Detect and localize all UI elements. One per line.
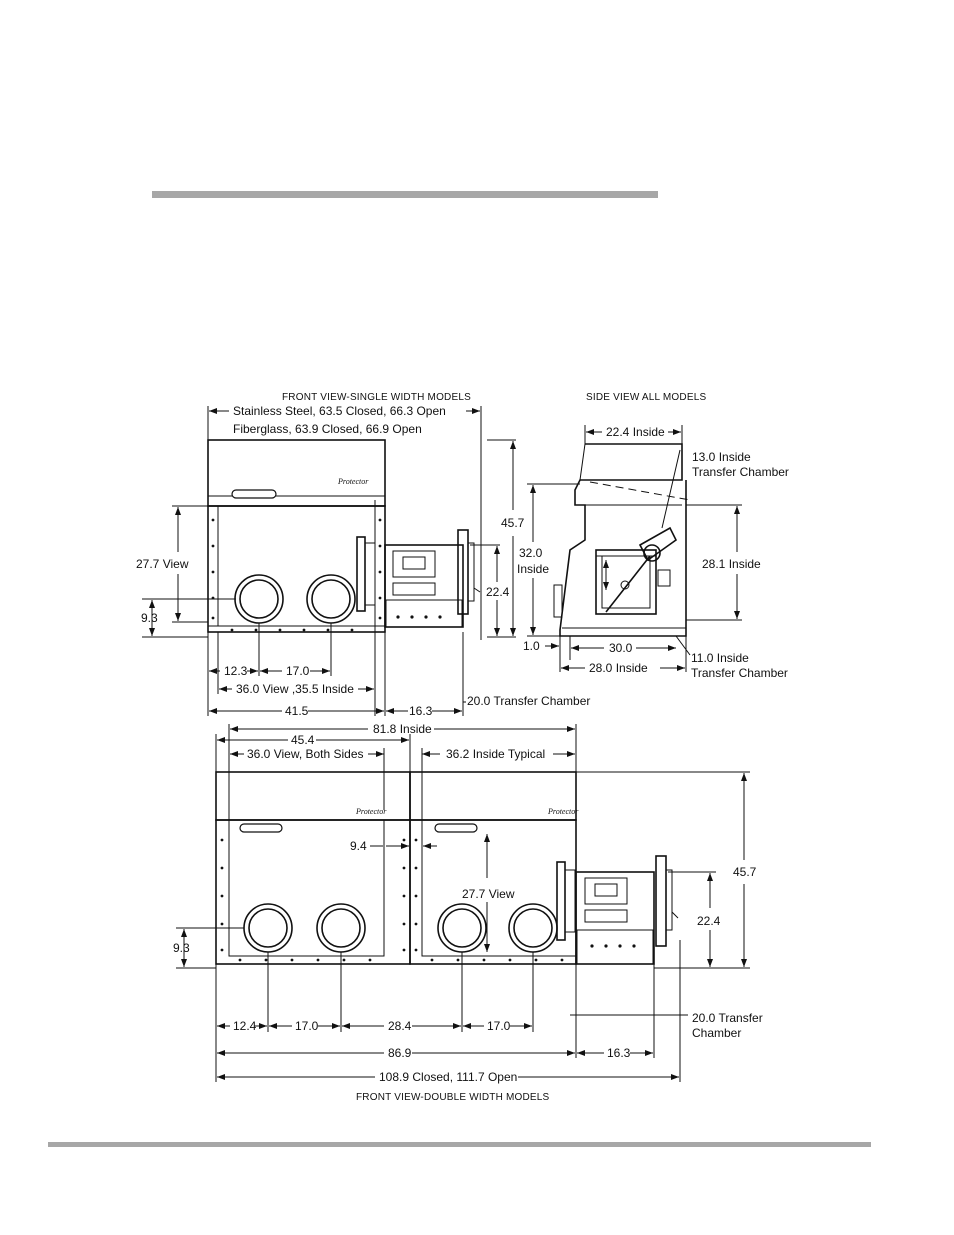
caption-side-view: SIDE VIEW ALL MODELS <box>586 392 706 403</box>
dim-double-overall: 108.9 Closed, 111.7 Open <box>379 1070 517 1084</box>
logo-double-right: Protector <box>547 807 579 816</box>
dim-side-tc-small-1: 11.0 Inside <box>691 651 749 665</box>
dim-port-height-single: 9.3 <box>141 611 158 625</box>
dim-side-base-depth: 30.0 <box>609 641 633 655</box>
dim-double-center-gap: 28.4 <box>388 1019 412 1033</box>
dim-tc-height-single: 22.4 <box>486 585 510 599</box>
logo-double-left: Protector <box>355 807 387 816</box>
dim-double-view-height: 27.7 View <box>462 887 515 901</box>
footer-rule <box>48 1142 871 1147</box>
dim-double-port-height: 9.3 <box>173 941 190 955</box>
dim-side-floor-depth: 28.0 Inside <box>589 661 648 675</box>
dim-double-inside-typical: 36.2 Inside Typical <box>446 747 545 761</box>
dim-double-width: 86.9 <box>388 1046 412 1060</box>
dim-side-tc-dia-2: Transfer Chamber <box>692 465 789 479</box>
front-view-double: 81.8 Inside 45.4 36.0 View, Both Sides 3… <box>173 722 763 1103</box>
caption-front-single: FRONT VIEW-SINGLE WIDTH MODELS <box>282 392 471 403</box>
dim-port-spacing-single: 17.0 <box>286 664 310 678</box>
dim-double-tc-height: 22.4 <box>697 914 721 928</box>
dim-double-height: 45.7 <box>733 865 757 879</box>
dim-tc-length-single: 20.0 Transfer Chamber <box>467 694 590 708</box>
dim-double-tc-length-1: 20.0 Transfer <box>692 1011 763 1025</box>
dim-overall-stainless: Stainless Steel, 63.5 Closed, 66.3 Open <box>233 404 446 418</box>
dim-port-offset-single: 12.3 <box>224 664 248 678</box>
dim-side-height-val: 32.0 <box>519 546 543 560</box>
dim-double-module-width: 45.4 <box>291 733 315 747</box>
dim-double-port-spacing-1: 17.0 <box>295 1019 319 1033</box>
dim-view-height-single: 27.7 View <box>136 557 189 571</box>
dim-tc-width-single: 16.3 <box>409 704 433 718</box>
dim-double-gap: 9.4 <box>350 839 367 853</box>
front-view-single: FRONT VIEW-SINGLE WIDTH MODELS Stainless… <box>136 392 590 718</box>
dim-double-port-offset: 12.4 <box>233 1019 257 1033</box>
caption-front-double: FRONT VIEW-DOUBLE WIDTH MODELS <box>356 1092 550 1103</box>
dim-side-height-lbl: Inside <box>517 562 549 576</box>
dim-side-tc-dia-1: 13.0 Inside <box>692 450 751 464</box>
dim-side-inside-height: 28.1 Inside <box>702 557 761 571</box>
header-rule <box>152 191 658 198</box>
side-view: SIDE VIEW ALL MODELS 22.4 Inside 13.0 In… <box>517 392 789 680</box>
dim-height-single: 45.7 <box>501 516 525 530</box>
dim-double-tc-length-2: Chamber <box>692 1026 741 1040</box>
dim-double-view-both: 36.0 View, Both Sides <box>247 747 364 761</box>
dim-side-top-depth: 22.4 Inside <box>606 425 665 439</box>
dim-double-port-spacing-2: 17.0 <box>487 1019 511 1033</box>
dim-double-tc-width: 16.3 <box>607 1046 631 1060</box>
dim-side-foot: 1.0 <box>523 639 540 653</box>
dim-view-width-single: 36.0 View ,35.5 Inside <box>236 682 354 696</box>
dim-overall-fiberglass: Fiberglass, 63.9 Closed, 66.9 Open <box>233 422 422 436</box>
dim-width-single: 41.5 <box>285 704 309 718</box>
dim-side-tc-small-2: Transfer Chamber <box>691 666 788 680</box>
logo-front-single: Protector <box>337 477 369 486</box>
dim-double-inside: 81.8 Inside <box>373 722 432 736</box>
